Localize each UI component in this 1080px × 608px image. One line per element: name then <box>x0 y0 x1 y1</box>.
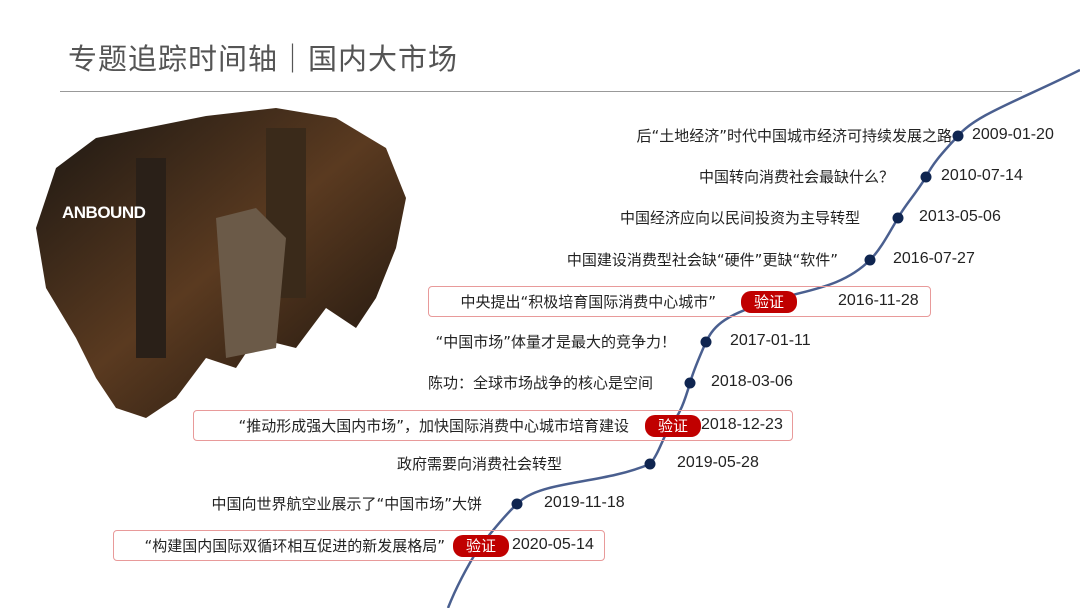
verified-badge: 验证 <box>741 291 797 313</box>
verified-event-box <box>113 530 605 561</box>
event-title[interactable]: 政府需要向消费社会转型 <box>396 455 562 473</box>
timeline-dot <box>700 336 712 348</box>
verified-badge: 验证 <box>453 535 509 557</box>
page-title: 专题追踪时间轴｜国内大市场 <box>68 42 459 76</box>
timeline-dot <box>511 498 523 510</box>
event-title[interactable]: 中国转向消费社会最缺什么？ <box>698 168 894 186</box>
event-title[interactable]: 陈功：全球市场战争的核心是空间 <box>427 374 653 392</box>
event-date: 2016-11-28 <box>838 292 919 309</box>
timeline-dot <box>952 130 964 142</box>
event-date: 2009-01-20 <box>972 126 1054 143</box>
title-divider <box>60 91 1022 92</box>
anbound-logo: ANBOUND <box>62 203 146 222</box>
event-date: 2013-05-06 <box>919 208 1001 225</box>
event-date: 2016-07-27 <box>893 250 975 267</box>
event-date: 2019-11-18 <box>544 494 625 511</box>
event-date: 2019-05-28 <box>677 454 759 471</box>
event-title[interactable]: 中央提出“积极培育国际消费中心城市” <box>460 293 716 311</box>
timeline-dot <box>644 458 656 470</box>
event-title[interactable]: “中国市场”体量才是最大的竞争力！ <box>435 333 676 351</box>
event-title[interactable]: “构建国内国际双循环相互促进的新发展格局” <box>144 537 445 555</box>
event-title[interactable]: 中国经济应向以民间投资为主导转型 <box>619 209 860 227</box>
event-date: 2018-03-06 <box>711 373 793 390</box>
timeline-dot <box>920 171 932 183</box>
event-title[interactable]: 中国向世界航空业展示了“中国市场”大饼 <box>211 495 482 513</box>
event-title[interactable]: 后“土地经济”时代中国城市经济可持续发展之路 <box>636 127 952 145</box>
timeline-dot <box>864 254 876 266</box>
event-date: 2010-07-14 <box>941 167 1023 184</box>
verified-badge: 验证 <box>645 415 701 437</box>
timeline-dot <box>892 212 904 224</box>
event-date: 2018-12-23 <box>701 416 783 433</box>
event-date: 2020-05-14 <box>512 536 594 553</box>
timeline-dot <box>684 377 696 389</box>
event-title[interactable]: “推动形成强大国内市场”，加快国际消费中心城市培育建设 <box>238 417 629 435</box>
event-title[interactable]: 中国建设消费型社会缺“硬件”更缺“软件” <box>566 251 838 269</box>
verified-event-box <box>428 286 931 317</box>
event-date: 2017-01-11 <box>730 332 811 349</box>
verified-event-box <box>193 410 793 441</box>
city-photo <box>36 108 406 418</box>
